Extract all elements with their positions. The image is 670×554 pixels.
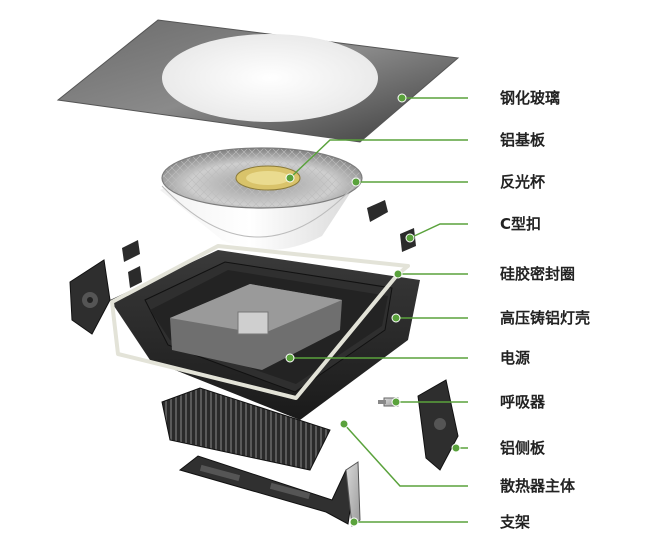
label-c-clip: C型扣 bbox=[500, 215, 542, 233]
label-heatsink: 散热器主体 bbox=[500, 477, 576, 495]
mount-bracket bbox=[178, 455, 361, 527]
power-supply bbox=[170, 284, 342, 370]
label-aluminum-substrate: 铝基板 bbox=[500, 131, 546, 149]
right-side-plate bbox=[417, 379, 459, 471]
led-cob-substrate bbox=[235, 165, 301, 191]
label-tempered-glass: 钢化玻璃 bbox=[500, 89, 561, 107]
callout-dots bbox=[285, 93, 461, 527]
label-power-supply: 电源 bbox=[500, 349, 531, 367]
callout-lines bbox=[289, 97, 468, 523]
heatsink-body bbox=[161, 387, 331, 471]
left-side-plate bbox=[69, 259, 111, 335]
label-reflector-cup: 反光杯 bbox=[500, 173, 546, 191]
label-bracket: 支架 bbox=[500, 513, 531, 531]
glass-clear-window bbox=[162, 34, 378, 122]
label-housing: 高压铸铝灯壳 bbox=[500, 309, 591, 327]
glass-panel bbox=[56, 19, 460, 143]
reflector-cup bbox=[160, 147, 363, 251]
label-breather: 呼吸器 bbox=[500, 393, 546, 411]
label-silicone-seal: 硅胶密封圈 bbox=[500, 265, 576, 283]
label-side-plate: 铝侧板 bbox=[500, 439, 546, 457]
